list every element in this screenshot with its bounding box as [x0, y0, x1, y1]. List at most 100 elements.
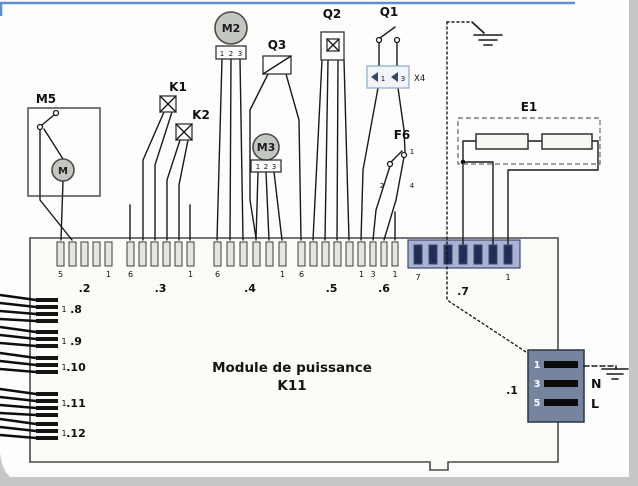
x4-label: X4: [414, 74, 425, 84]
power-connector-label: .1: [506, 384, 518, 397]
f6-terminal: [400, 151, 408, 159]
connector-label: .12: [66, 427, 86, 440]
connector-label: .4: [244, 282, 256, 295]
connector-pin: [226, 241, 235, 267]
k2-symbol-cross: [175, 123, 193, 141]
connector-pin: [345, 241, 354, 267]
q3-wire: [249, 73, 269, 239]
junction-dot: [460, 159, 466, 165]
pin-number-last: 1: [359, 270, 364, 279]
f6-wire: [372, 165, 391, 241]
m3-pinbox: [250, 159, 282, 173]
external-wire: [0, 433, 37, 440]
switch-terminal: [36, 123, 44, 131]
x4-wire: [360, 87, 379, 241]
x4-pin-number: 1: [381, 75, 385, 83]
k2-wire: [178, 139, 189, 241]
connector-pin: [36, 305, 58, 309]
module-title-line1: Module de puissance: [212, 360, 372, 376]
m2-pin-number: 2: [229, 50, 233, 58]
connector-pin: [213, 241, 222, 267]
connector-pin: [297, 241, 306, 267]
earth-dotted-path: [446, 21, 527, 353]
connector-pin: [380, 241, 388, 267]
connector-pin: [92, 241, 101, 267]
k2-relay: K2: [175, 108, 210, 141]
m5-assembly: M5 M: [27, 92, 101, 197]
connector-pin: [36, 298, 58, 302]
pin-number-last: 1: [106, 270, 111, 279]
q2-component: Q2: [320, 7, 345, 61]
e1-wire: [462, 140, 477, 245]
external-wire: [0, 367, 37, 374]
neutral-label: N: [591, 376, 601, 391]
connector-label: .5: [326, 282, 338, 295]
pin-number-last: 1: [280, 270, 285, 279]
connector-11: 1.11: [0, 387, 86, 417]
connector-pin: [239, 241, 248, 267]
k1-wire: [142, 111, 165, 241]
connector-pin: [80, 241, 89, 267]
connector-pin: [473, 244, 483, 265]
f6-pin-number: 2: [380, 182, 384, 190]
connector-label: .6: [378, 282, 390, 295]
q3-wire: [285, 73, 302, 241]
connector-pin: [36, 392, 58, 396]
q3-label: Q3: [268, 38, 287, 52]
connector-pin: [443, 244, 453, 265]
external-wire: [0, 309, 37, 316]
external-wire: [0, 417, 37, 426]
m2-wire: [216, 58, 223, 241]
e1-resistor: [475, 133, 529, 150]
x4-pin-number: 3: [401, 75, 405, 83]
external-wire: [0, 325, 37, 334]
q2-wire: [312, 59, 323, 241]
m3-motor: M3 1 2 3: [250, 133, 282, 173]
connector-pin: [36, 363, 58, 367]
external-wire: [0, 333, 37, 341]
connector-pin: [36, 422, 58, 426]
m3-wire: [265, 171, 270, 241]
connector-pin: [36, 429, 58, 433]
scan-border-bottom: [0, 477, 638, 486]
power-connector: .1 135 N L: [506, 349, 617, 423]
external-wire: [0, 359, 37, 367]
switch-terminal: [52, 109, 60, 117]
e1-element: E1: [457, 100, 601, 165]
switch-blade: [41, 114, 55, 126]
connector-pin: [126, 241, 135, 267]
e1-resistor: [541, 133, 593, 150]
connector-pin: [36, 399, 58, 403]
power-pin: [544, 380, 578, 387]
connector-pin: [391, 241, 399, 267]
m2-motor: M2 1 2 3: [214, 11, 248, 60]
power-pin-number: 5: [534, 398, 541, 409]
q2-label: Q2: [323, 7, 342, 21]
f6-wire: [383, 156, 405, 241]
connector-pin: [36, 337, 58, 341]
q3-symbol-diagonal: [262, 55, 292, 75]
pin-number-first: 5: [58, 270, 63, 279]
q2-wire: [343, 59, 350, 241]
q1-switch: Q1: [375, 5, 401, 44]
external-wire: [0, 351, 37, 360]
pin-number-last: 1: [505, 273, 510, 282]
m3-wire: [255, 171, 259, 241]
q1-blade: [379, 26, 396, 39]
m5-wire: [60, 180, 64, 241]
m5-label: M5: [36, 92, 56, 106]
m2-pin-number: 3: [238, 50, 242, 58]
connector-pin: [488, 244, 498, 265]
connector-pin: [150, 241, 159, 267]
connector-pin: [413, 244, 423, 265]
connector-label: .7: [457, 285, 469, 298]
m3-label: M3: [257, 141, 276, 154]
connector-pin: [321, 241, 330, 267]
connector-pin: [186, 241, 195, 267]
connector-pin: [36, 356, 58, 360]
q1-label: Q1: [380, 5, 399, 19]
q1-terminal: [375, 36, 383, 44]
